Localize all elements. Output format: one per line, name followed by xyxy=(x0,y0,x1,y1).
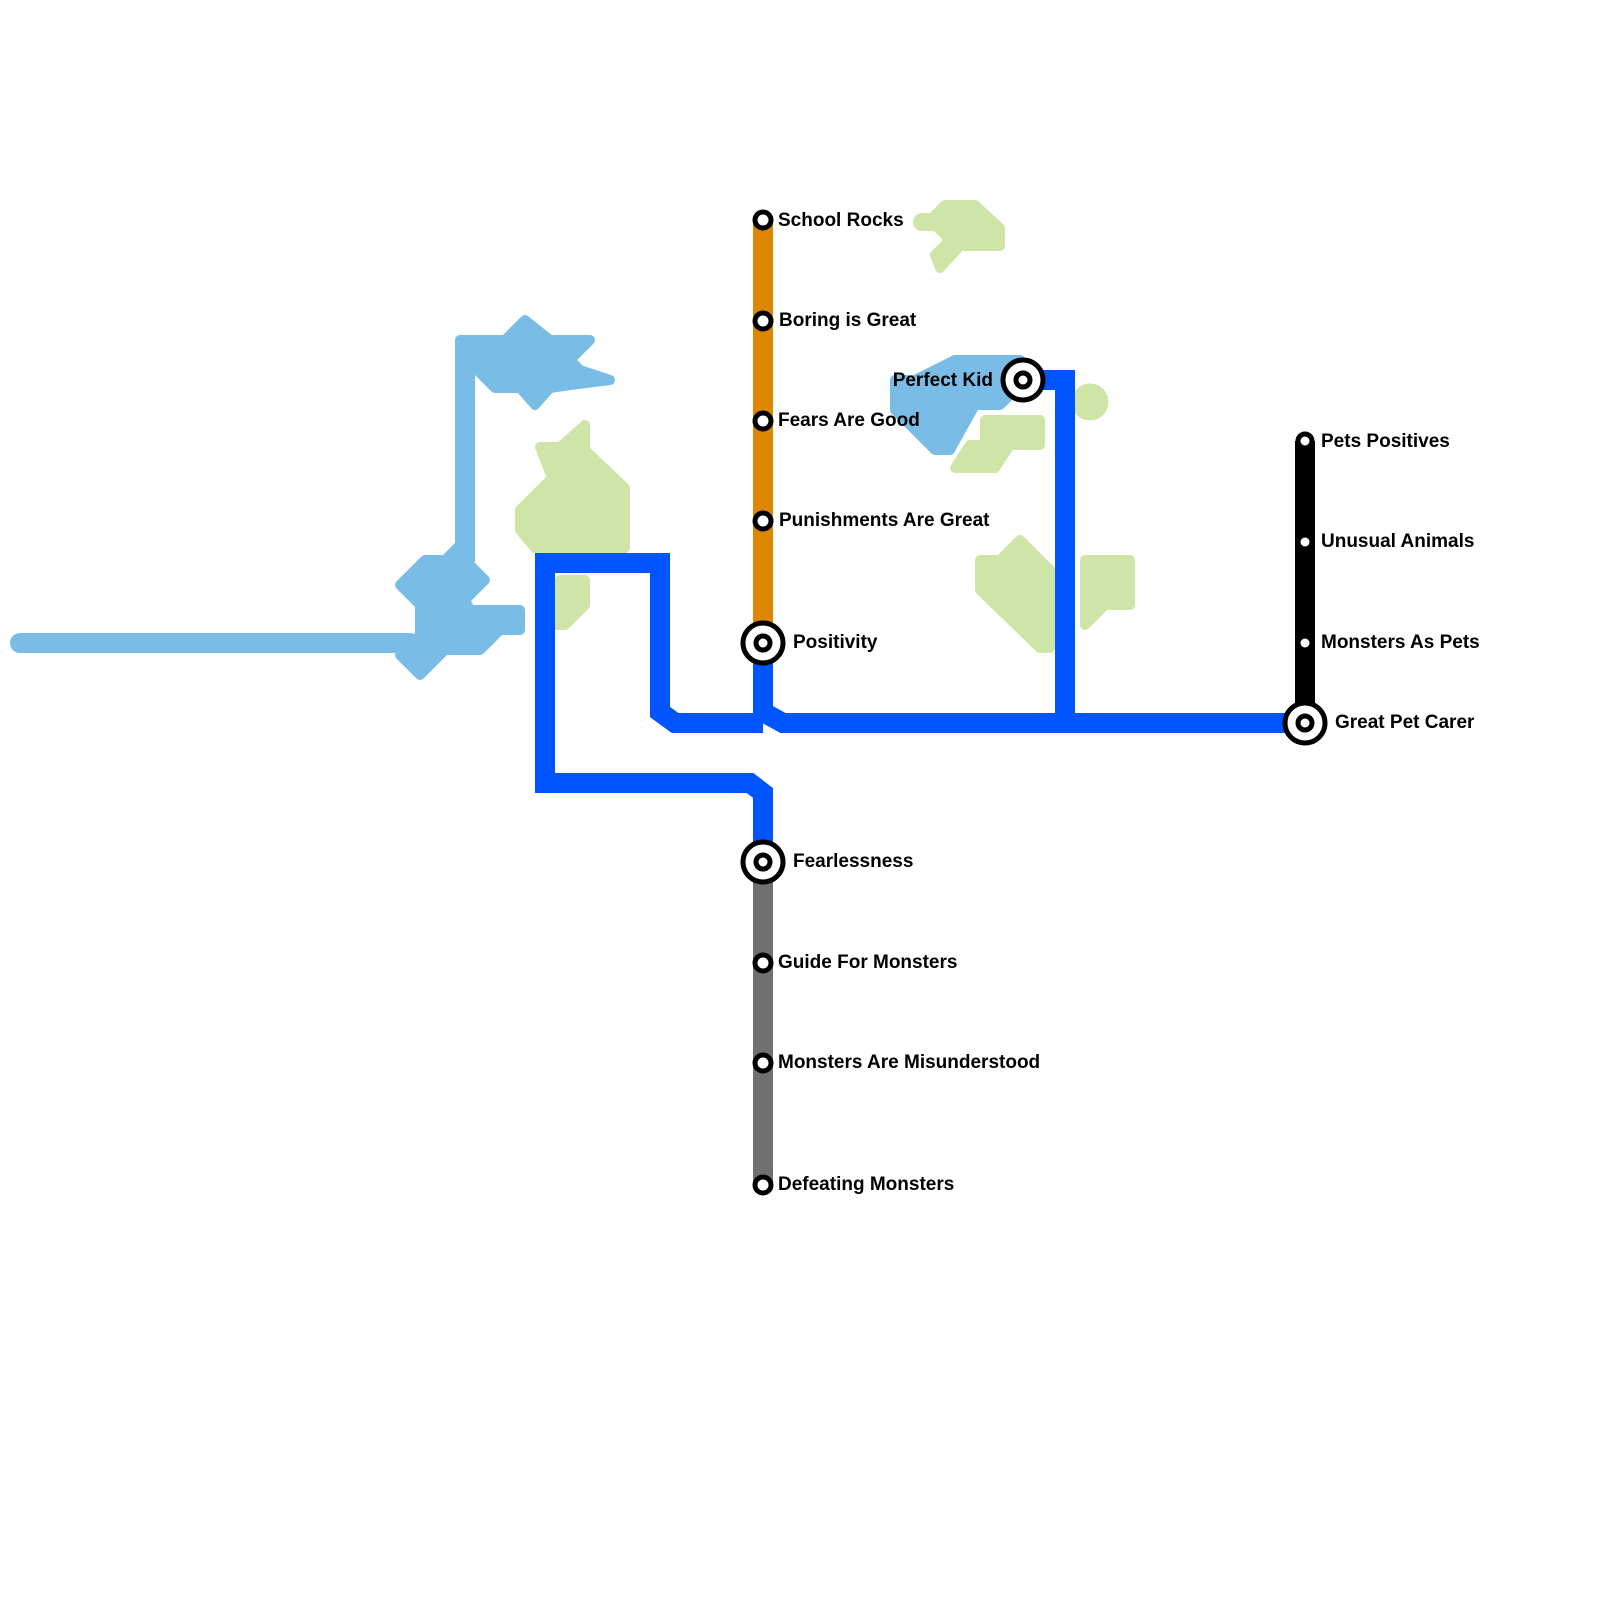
water-features xyxy=(10,315,1025,680)
transit-lines xyxy=(535,220,1315,1185)
station-label: Perfect Kid xyxy=(893,370,993,391)
station-label: Boring is Great xyxy=(779,310,917,331)
station-label: Monsters As Pets xyxy=(1321,632,1480,653)
station-label: Fears Are Good xyxy=(778,410,920,431)
water-lake-east xyxy=(890,355,1025,455)
station-label: School Rocks xyxy=(778,210,904,231)
park-east-west-half xyxy=(975,535,1055,653)
station-perfect-kid[interactable]: Perfect Kid xyxy=(893,357,1046,403)
park-central-west xyxy=(515,420,630,553)
park-central-west-small xyxy=(550,575,590,630)
station-label: Guide For Monsters xyxy=(778,952,957,973)
park-perfect-kid xyxy=(950,415,1045,473)
station-positivity[interactable]: Positivity xyxy=(740,620,878,666)
station-label: Fearlessness xyxy=(793,851,913,872)
station-label: Punishments Are Great xyxy=(779,510,990,531)
station-label: Pets Positives xyxy=(1321,431,1450,452)
station-label: Defeating Monsters xyxy=(778,1174,954,1195)
station-fearlessness[interactable]: Fearlessness xyxy=(740,839,913,885)
station-monsters-are-misunderstood[interactable]: Monsters Are Misunderstood xyxy=(752,1052,1040,1074)
station-great-pet-carer[interactable]: Great Pet Carer xyxy=(1282,700,1475,746)
station-guide-for-monsters[interactable]: Guide For Monsters xyxy=(752,952,957,974)
station-label: Positivity xyxy=(793,632,878,653)
station-label: Great Pet Carer xyxy=(1335,712,1475,733)
station-label: Monsters Are Misunderstood xyxy=(778,1052,1040,1073)
park-perfect-kid-round xyxy=(1071,383,1109,421)
station-fears-are-good[interactable]: Fears Are Good xyxy=(752,410,920,432)
blue-line-loop[interactable] xyxy=(535,553,773,862)
station-school-rocks[interactable]: School Rocks xyxy=(752,209,904,231)
station-monsters-as-pets[interactable]: Monsters As Pets xyxy=(1295,632,1480,653)
station-boring-is-great[interactable]: Boring is Great xyxy=(752,310,917,332)
station-punishments-are-great[interactable]: Punishments Are Great xyxy=(752,510,990,532)
station-unusual-animals[interactable]: Unusual Animals xyxy=(1295,531,1474,552)
station-defeating-monsters[interactable]: Defeating Monsters xyxy=(752,1174,954,1196)
park-features xyxy=(515,200,1135,653)
water-lake-north xyxy=(455,315,615,410)
park-east-east-half xyxy=(1080,555,1135,630)
stations: School Rocks Boring is Great Fears Are G… xyxy=(740,209,1480,1196)
station-pets-positives[interactable]: Pets Positives xyxy=(1295,431,1450,452)
station-label: Unusual Animals xyxy=(1321,531,1474,552)
